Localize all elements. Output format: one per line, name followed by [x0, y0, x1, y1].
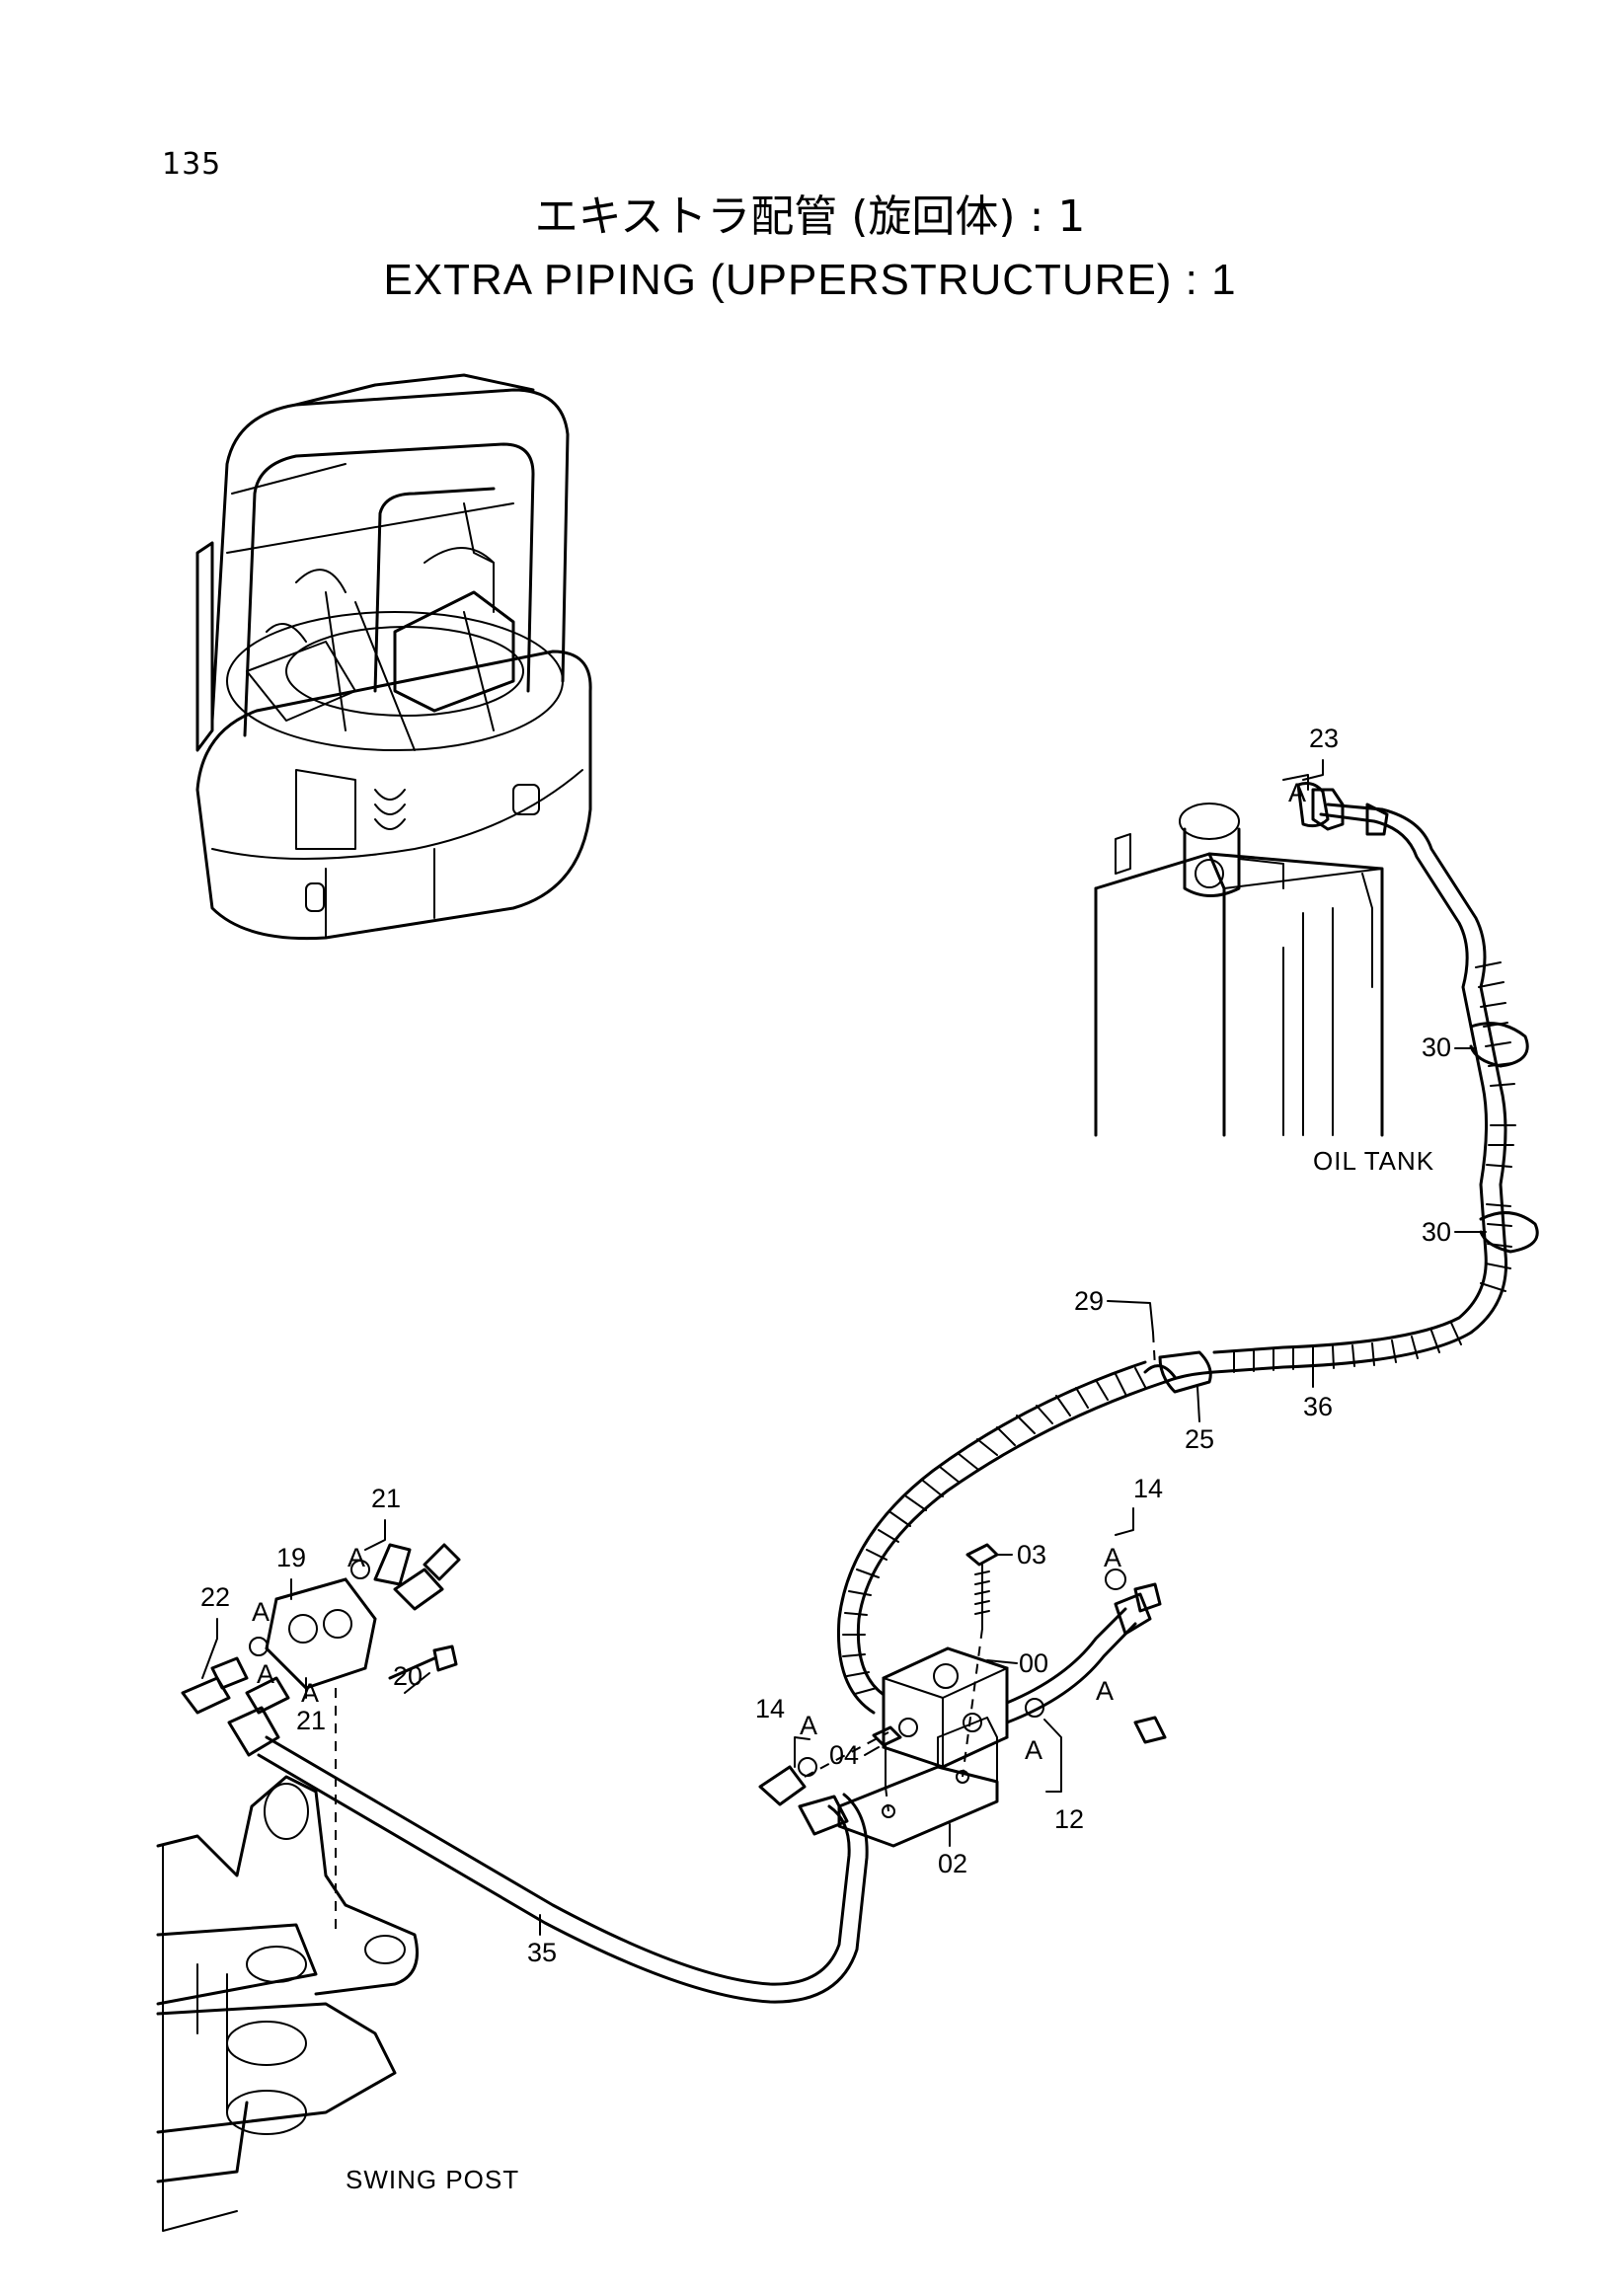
oring-mark-a: A — [1096, 1676, 1115, 1706]
callout-30-lower: 30 — [1422, 1217, 1452, 1247]
oil-tank-illustration — [1094, 803, 1384, 1137]
oring-mark-a: A — [1288, 778, 1307, 807]
diagram-title-japanese: エキストラ配管 (旋回体) : 1 — [534, 191, 1086, 242]
callout-22: 22 — [200, 1582, 231, 1612]
hose-36 — [1163, 782, 1539, 1384]
callout-36: 36 — [1303, 1392, 1334, 1421]
callout-14-right: 14 — [1133, 1474, 1164, 1503]
oring-mark-a: A — [347, 1543, 366, 1572]
callout-00: 00 — [1019, 1648, 1049, 1678]
diagram-title-english: EXTRA PIPING (UPPERSTRUCTURE) : 1 — [383, 256, 1237, 304]
upperstructure-overview-illustration — [195, 373, 592, 941]
hose-35 — [227, 1706, 869, 2004]
hose-corrugated-to-valve — [836, 1350, 1212, 1715]
callout-04: 04 — [829, 1740, 860, 1770]
callout-30-upper: 30 — [1422, 1033, 1452, 1062]
oring-mark-a: A — [800, 1711, 818, 1740]
page-number: 135 — [162, 147, 222, 182]
oil-tank-caption: OIL TANK — [1313, 1146, 1435, 1176]
callout-25: 25 — [1185, 1424, 1215, 1454]
callout-20: 20 — [393, 1661, 424, 1691]
callout-21-upper: 21 — [371, 1484, 402, 1513]
callout-03: 03 — [1017, 1540, 1047, 1569]
valve-block-assembly — [758, 1543, 1167, 1848]
callout-leader-lines — [201, 759, 1487, 1936]
callout-02: 02 — [938, 1849, 968, 1878]
callout-12: 12 — [1054, 1804, 1085, 1834]
oring-mark-a: A — [252, 1597, 270, 1627]
callout-19: 19 — [276, 1543, 307, 1572]
callout-14-left: 14 — [755, 1694, 786, 1723]
oring-mark-a: A — [301, 1678, 320, 1708]
swing-post-illustration — [156, 1775, 419, 2232]
oring-mark-a: A — [1025, 1735, 1043, 1765]
oring-mark-a: A — [257, 1659, 275, 1689]
callout-23: 23 — [1309, 724, 1340, 753]
callout-21-lower: 21 — [296, 1706, 327, 1735]
callout-35: 35 — [527, 1938, 558, 1967]
swing-post-caption: SWING POST — [346, 2165, 520, 2194]
swing-post-manifold — [181, 1543, 461, 1935]
oring-mark-a: A — [1104, 1543, 1122, 1572]
callout-29: 29 — [1074, 1286, 1105, 1316]
